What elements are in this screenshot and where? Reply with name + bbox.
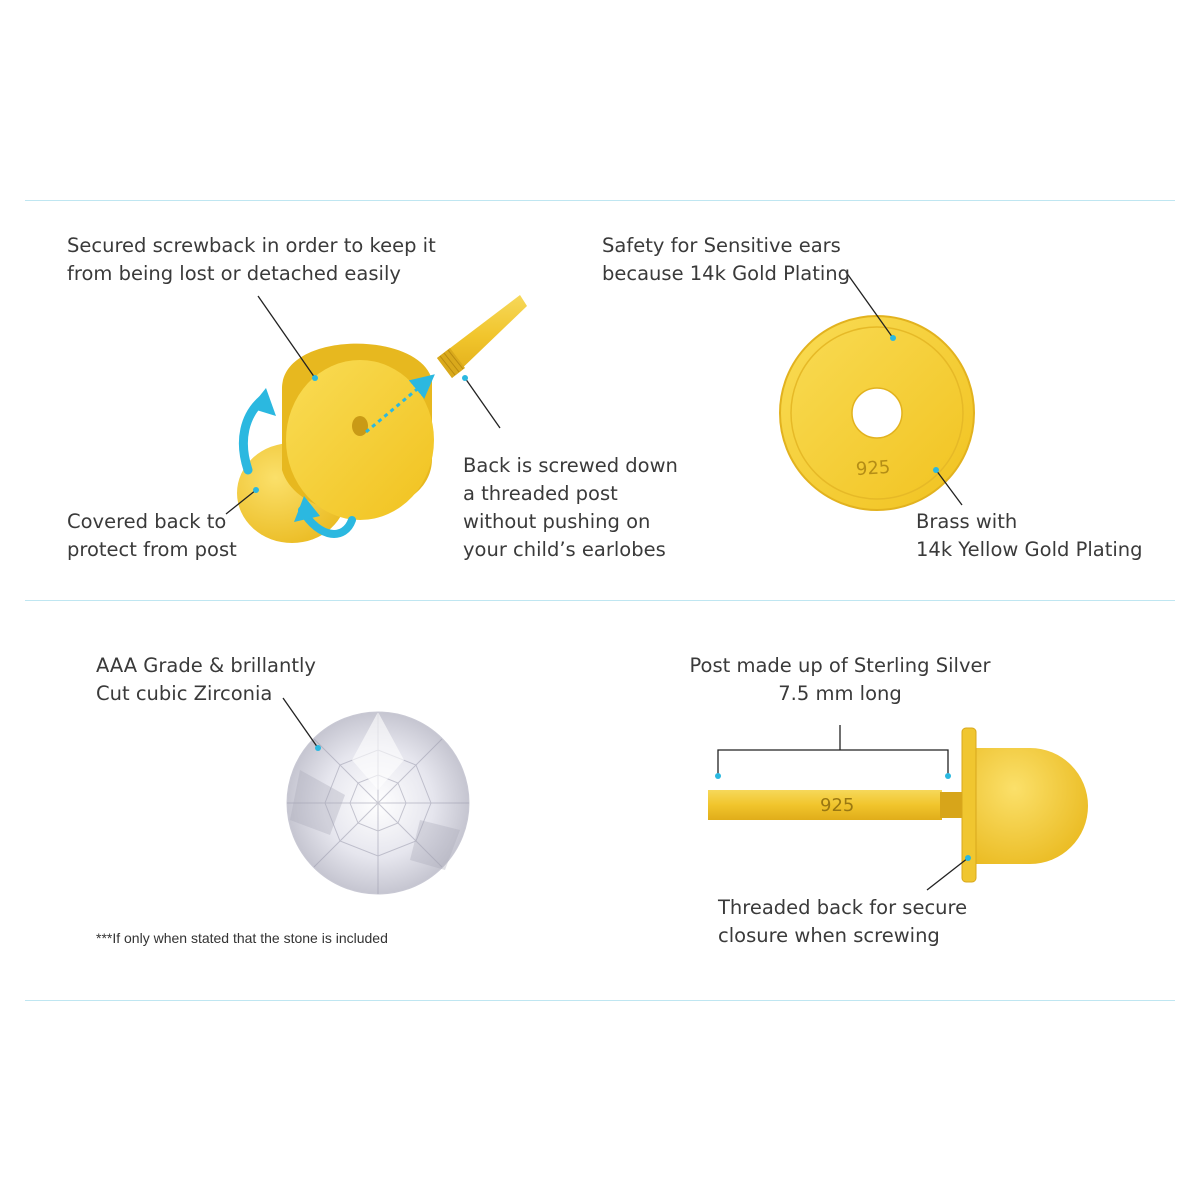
screwed-down-label: Back is screwed down a threaded post wit… bbox=[463, 454, 678, 561]
callout-line-threaded-back bbox=[926, 857, 969, 891]
length-bracket bbox=[717, 749, 949, 776]
callout-dot bbox=[715, 773, 721, 779]
post-illustration bbox=[708, 725, 1088, 891]
callout-line-threaded bbox=[464, 377, 501, 429]
brass-plating-label: Brass with 14k Yellow Gold Plating bbox=[916, 510, 1143, 561]
sterling-silver-post-label: Post made up of Sterling Silver 7.5 mm l… bbox=[689, 654, 991, 705]
post-dome-back bbox=[975, 748, 1088, 864]
disc-ring bbox=[790, 326, 964, 500]
callout-dot bbox=[253, 487, 259, 493]
screwback-hole bbox=[352, 416, 368, 436]
insertion-arrow bbox=[365, 374, 435, 434]
cubic-zirconia-illustration bbox=[282, 697, 470, 895]
callout-dot bbox=[933, 467, 939, 473]
threaded-back-label: Threaded back for secure closure when sc… bbox=[718, 896, 968, 947]
callout-line-covered-back bbox=[225, 489, 257, 515]
callout-line-stone bbox=[282, 697, 319, 749]
callout-dot bbox=[462, 375, 468, 381]
disc-illustration bbox=[779, 271, 975, 511]
divider-top bbox=[25, 200, 1175, 201]
post-flange bbox=[961, 727, 977, 883]
post-shaft bbox=[708, 790, 942, 820]
screwback-illustration bbox=[225, 295, 527, 543]
callout-line-screwback-top bbox=[257, 295, 316, 379]
divider-middle bbox=[25, 600, 1175, 601]
threaded-post bbox=[437, 295, 527, 378]
disc-stamp-925: 925 bbox=[855, 456, 892, 481]
callout-line-safety bbox=[845, 271, 894, 339]
callout-dot bbox=[945, 773, 951, 779]
safety-sensitive-ears-label: Safety for Sensitive ears because 14k Go… bbox=[602, 234, 851, 285]
callout-dot bbox=[890, 335, 896, 341]
post-thread bbox=[940, 792, 964, 818]
callout-dot bbox=[315, 745, 321, 751]
callout-dot bbox=[965, 855, 971, 861]
screwback-disk-face bbox=[286, 360, 434, 520]
cubic-zirconia-label: AAA Grade & brillantly Cut cubic Zirconi… bbox=[96, 654, 316, 705]
callout-dot bbox=[312, 375, 318, 381]
callout-line-brass bbox=[935, 469, 963, 506]
post-stamp-925: 925 bbox=[820, 795, 855, 816]
screwback-secured-label: Secured screwback in order to keep it fr… bbox=[67, 234, 436, 285]
disc-hole bbox=[851, 387, 903, 439]
stone-included-note: ***If only when stated that the stone is… bbox=[96, 930, 388, 946]
divider-bottom bbox=[25, 1000, 1175, 1001]
covered-back-label: Covered back to protect from post bbox=[67, 510, 237, 561]
